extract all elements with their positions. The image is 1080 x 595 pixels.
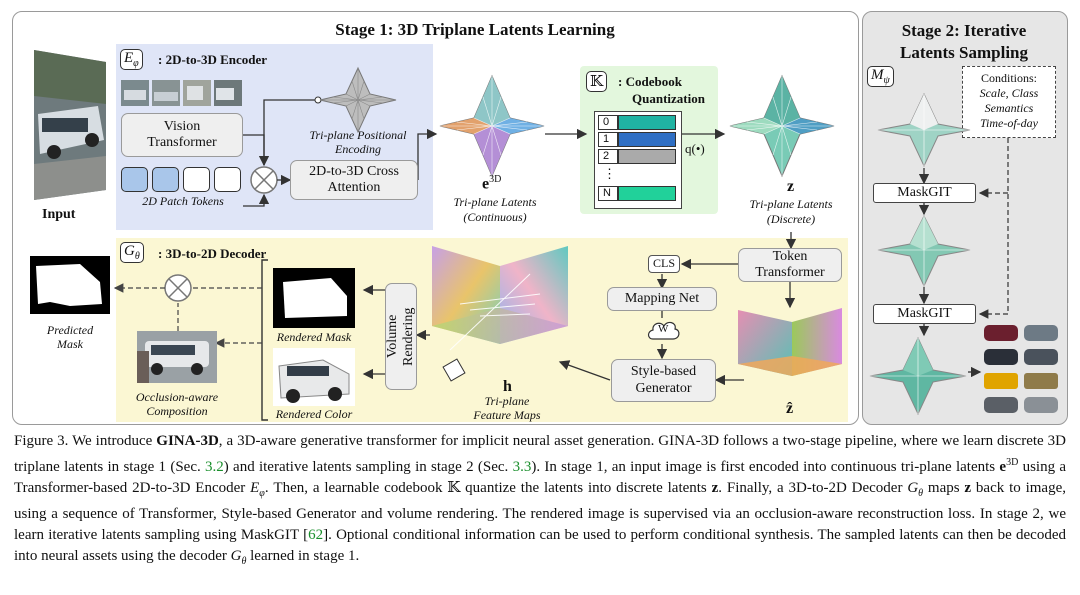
stage2-title: Stage 2: Iterative Latents Sampling: [900, 21, 1028, 62]
codebook-row: 0: [598, 115, 618, 130]
encoder-label: : 2D-to-3D Encoder: [158, 52, 268, 67]
codebook-entry: [618, 115, 676, 130]
token-transformer-box: Token Transformer: [738, 248, 842, 282]
z-label-1: Tri-plane Latents: [749, 197, 833, 211]
codebook-row: 1: [598, 132, 618, 147]
z-triplane: [728, 74, 836, 183]
e3d-label-2: (Continuous): [463, 210, 527, 224]
stage1-panel: [12, 11, 859, 425]
h-label-2: Feature Maps: [473, 408, 541, 422]
codebook-entry: [618, 186, 676, 201]
h-feature-maps: [430, 244, 570, 391]
occlusion-image: [137, 331, 217, 383]
e3d-triplane: [438, 74, 546, 183]
stage2-triplane-1: [876, 92, 972, 173]
predicted-mask-label: Predicted Mask: [46, 323, 94, 351]
positional-encoding-label: Tri-plane Positional Encoding: [309, 128, 407, 156]
zhat-symbol: ẑ: [786, 400, 794, 417]
patch-tokens-label: 2D Patch Tokens: [142, 194, 224, 208]
stage2-arrows: [918, 138, 1009, 378]
patch-token: [183, 167, 210, 192]
e3d-label-1: Tri-plane Latents: [453, 195, 537, 209]
decoder-label: : 3D-to-2D Decoder: [158, 246, 267, 261]
encoder-symbol: Eφ: [120, 49, 143, 70]
codebook-ellipsis: ⋮: [603, 166, 616, 181]
w-label: W: [658, 323, 669, 335]
z-label-2: (Discrete): [766, 212, 816, 226]
style-generator-box: Style-based Generator: [611, 359, 716, 402]
codebook-entry: [618, 132, 676, 147]
figure-caption: Figure 3. We introduce GINA-3D, a 3D-awa…: [14, 431, 1066, 572]
patch-thumbnails: [121, 80, 243, 111]
conditions-box: Conditions: Scale, Class Semantics Time-…: [962, 66, 1056, 138]
input-image: [32, 44, 108, 202]
z-symbol: z: [787, 178, 795, 195]
codebook-label-2: Quantization: [632, 91, 705, 106]
encoder-arrows: [113, 96, 797, 421]
maskgit-box-2: MaskGIT: [873, 304, 976, 324]
section-ref-link[interactable]: 3.2: [205, 459, 224, 475]
positional-encoding-grid: [318, 64, 398, 139]
h-label-1: Tri-plane: [484, 394, 530, 408]
mapping-net-box: Mapping Net: [607, 287, 717, 311]
vision-transformer-box: Vision Transformer: [121, 113, 243, 157]
input-label: Input: [42, 207, 76, 222]
w-cloud: [645, 317, 681, 350]
rendered-mask-label: Rendered Mask: [276, 330, 352, 344]
patch-token: [121, 167, 148, 192]
patch-token: [214, 167, 241, 192]
patch-token: [152, 167, 179, 192]
rendered-color-image: [273, 348, 355, 406]
rendered-color-label: Rendered Color: [275, 407, 353, 421]
cls-box: CLS: [648, 255, 680, 273]
h-symbol: h: [503, 378, 512, 395]
condition-item: Time-of-day: [980, 116, 1038, 130]
codebook-row: N: [598, 186, 618, 201]
conditions-title: Conditions:: [980, 71, 1037, 85]
volume-rendering-box: Volume Rendering: [385, 283, 417, 390]
stage2-triplane-3: [868, 336, 968, 421]
codebook-label-1: : Codebook: [618, 74, 682, 89]
condition-item: Scale, Class: [979, 86, 1039, 100]
occlusion-label: Occlusion-aware Composition: [135, 390, 219, 418]
zhat-feature-maps: [736, 306, 844, 401]
condition-item: Semantics: [984, 101, 1034, 115]
cross-attention-box: 2D-to-3D Cross Attention: [290, 160, 418, 200]
stage1-title: Stage 1: 3D Triplane Latents Learning: [335, 20, 615, 39]
generated-assets: [982, 323, 1062, 424]
stage2-triplane-2: [876, 214, 972, 293]
citation-link[interactable]: 62: [308, 527, 324, 543]
section-ref-link[interactable]: 3.3: [512, 459, 532, 475]
decoder-symbol: Gθ: [120, 242, 144, 263]
e3d-symbol: e3D: [482, 174, 502, 193]
quantize-op: q(•): [685, 141, 705, 156]
codebook-symbol: 𝕂: [586, 71, 608, 92]
codebook-entry: [618, 149, 676, 164]
rendered-mask-image: [273, 268, 355, 328]
codebook-row: 2: [598, 149, 618, 164]
caption-paragraph: Figure 3. We introduce GINA-3D, a 3D-awa…: [14, 433, 1067, 567]
stage2-model-symbol: Mψ: [867, 66, 894, 87]
maskgit-box-1: MaskGIT: [873, 183, 976, 203]
predicted-mask-image: [30, 256, 110, 314]
